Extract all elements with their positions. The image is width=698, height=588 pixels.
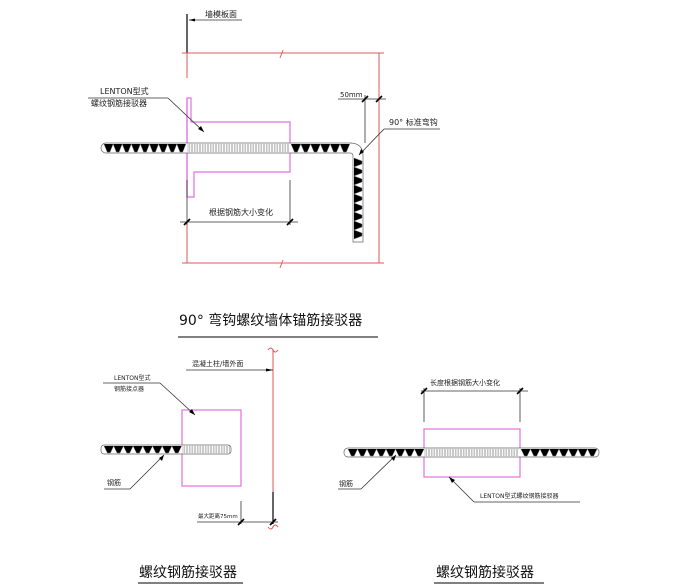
break-mark-icon: [279, 49, 284, 59]
dim-tick: [420, 387, 428, 395]
arrow-icon: [198, 126, 204, 132]
rebar-ribs: [347, 448, 598, 457]
rebar-ribs: [103, 445, 182, 454]
dim-tick: [361, 95, 369, 103]
face-label: 混凝土柱/墙外面: [192, 359, 243, 368]
arrow-icon: [449, 477, 455, 483]
coupler-leader: [167, 97, 205, 133]
coupler-label-line2: 钢筋接点器: [114, 385, 144, 393]
break-mark-icon: [267, 524, 279, 530]
rebar-leader: [360, 454, 397, 490]
arrow-icon: [266, 368, 273, 372]
break-mark-icon: [279, 259, 284, 269]
formwork-label: 墙模板面: [205, 9, 237, 19]
dim-50mm-label: 50mm: [340, 91, 363, 99]
dim-tick: [183, 218, 191, 226]
coupler-label-line2: 螺纹钢筋接驳器: [91, 98, 147, 108]
coupler-label-line1: LENTON型式: [114, 374, 151, 382]
coupler-leader: [159, 382, 196, 416]
threaded-section: [182, 446, 230, 453]
arrow-icon: [159, 455, 164, 461]
diagram-inline-coupler: 长度根据钢筋大小变化 钢筋 LENTON型式螺纹钢筋接驳器 螺纹钢筋接驳器: [338, 378, 600, 584]
arrow-icon: [189, 18, 195, 22]
hook-ribs: [353, 157, 363, 240]
coupler-label-line1: LENTON型式: [100, 86, 149, 96]
length-label: 根据钢筋大小变化: [209, 207, 273, 217]
diagram-coupler-wall: 混凝土柱/墙外面 LENTON型式 钢筋接点器 钢筋 最大距离75mm 螺纹钢筋…: [100, 347, 279, 584]
hook-leader: [358, 128, 385, 156]
threaded-section: [187, 144, 290, 152]
diagram1-title: 90° 弯钩螺纹墙体锚筋接驳器: [179, 312, 362, 329]
dim-tick: [516, 387, 524, 395]
diagram3-title: 螺纹钢筋接驳器: [436, 564, 534, 581]
coupler-label: LENTON型式螺纹钢筋接驳器: [480, 492, 559, 500]
dim-tick: [269, 518, 277, 526]
diagram-hook-anchor: 墙模板面 LENTON型式 螺纹钢筋接驳器 50mm: [88, 9, 440, 338]
dim-tick: [375, 95, 383, 103]
maxdist-label: 最大距离75mm: [198, 512, 238, 520]
rebar-leader: [129, 454, 165, 490]
rebar-label: 钢筋: [107, 478, 121, 487]
coupler-body: [186, 97, 291, 198]
dim-tick: [237, 518, 245, 526]
arrow-icon: [359, 149, 364, 155]
arrow-icon: [391, 455, 396, 461]
threaded-section: [424, 449, 519, 456]
length-label: 长度根据钢筋大小变化: [430, 378, 500, 387]
arrow-icon: [189, 409, 195, 415]
rebar-label: 钢筋: [339, 479, 353, 488]
diagram2-title: 螺纹钢筋接驳器: [139, 564, 237, 581]
dim-tick: [286, 218, 294, 226]
rebar-ribs: [103, 143, 351, 153]
hook-label: 90° 标准弯钩: [389, 117, 438, 127]
